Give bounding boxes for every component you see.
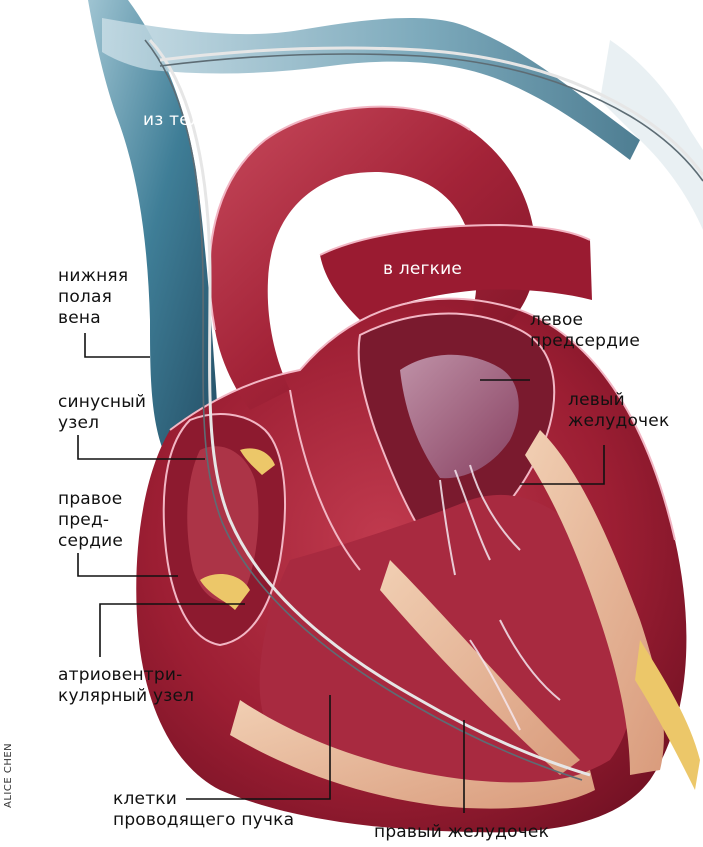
label-left-ventricle: левый желудочек [568, 390, 669, 432]
label-inferior-vena-cava: нижняя полая вена [58, 266, 128, 329]
label-bundle-cells: клетки проводящего пучка [113, 789, 294, 831]
label-from-body: из тела [143, 110, 212, 131]
label-av-node: атриовентри- кулярный узел [58, 665, 194, 707]
label-left-atrium: левое предсердие [530, 310, 640, 352]
label-sinus-node: синусный узел [58, 392, 146, 434]
label-right-ventricle: правый желудочек [374, 822, 549, 843]
label-right-atrium: правое пред- сердие [58, 489, 123, 552]
label-to-lungs: в легкие [383, 259, 462, 280]
leader-inferior-vena-cava [85, 333, 150, 357]
heart-body [136, 107, 700, 833]
photo-credit: ALICE CHEN [3, 743, 15, 808]
